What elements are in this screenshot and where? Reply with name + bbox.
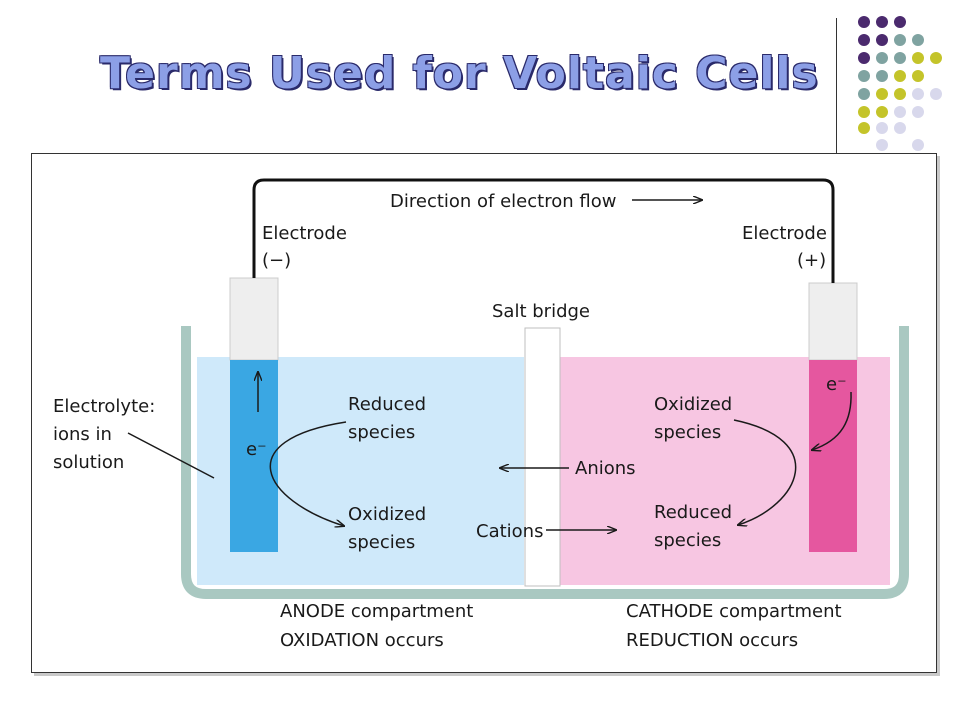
- electrode-left-label: Electrode: [262, 223, 347, 244]
- electrolyte-label-line1: Electrolyte:: [53, 396, 155, 417]
- beaker: [181, 326, 909, 599]
- cathode-reduction-label: REDUCTION occurs: [626, 630, 798, 651]
- right-reduced-species-line2: species: [654, 530, 721, 551]
- left-reduced-species-line2: species: [348, 422, 415, 443]
- electron-flow-label: Direction of electron flow: [390, 191, 616, 212]
- cathode-electron-label: e⁻: [826, 374, 847, 395]
- cations-label: Cations: [476, 521, 543, 542]
- cathode-compartment-label: CATHODE compartment: [626, 601, 842, 622]
- electrolyte-label-line3: solution: [53, 452, 124, 473]
- anions-label: Anions: [575, 458, 636, 479]
- electrode-right-sign: (+): [797, 250, 826, 271]
- corner-divider-line: [836, 18, 837, 156]
- electrode-left-sign: (−): [262, 250, 291, 271]
- cathode-electrode: [809, 360, 857, 552]
- salt-bridge: [524, 327, 561, 587]
- electrolyte-label-line2: ions in: [53, 424, 112, 445]
- right-oxidized-species-line2: species: [654, 422, 721, 443]
- slide-title: Terms Used for Voltaic Cells: [100, 48, 819, 99]
- anode-compartment-label: ANODE compartment: [280, 601, 473, 622]
- electrolyte-pointer-line: [127, 432, 215, 479]
- salt-bridge-label: Salt bridge: [492, 301, 590, 322]
- anode-oxidation-label: OXIDATION occurs: [280, 630, 444, 651]
- anode-electron-label: e⁻: [246, 439, 267, 460]
- right-reduced-species-line1: Reduced: [654, 502, 732, 523]
- left-reduced-species-line1: Reduced: [348, 394, 426, 415]
- external-wire: [252, 178, 835, 283]
- left-oxidized-species-line2: species: [348, 532, 415, 553]
- reduction-cycle-arrow: [733, 419, 797, 525]
- cathode-electron-arrow: [812, 391, 852, 450]
- left-oxidized-species-line1: Oxidized: [348, 504, 426, 525]
- cathode-electrode-top: [808, 282, 858, 361]
- electrode-right-label: Electrode: [742, 223, 827, 244]
- anode-electrode-top: [229, 277, 279, 361]
- anode-electrode: [230, 360, 278, 552]
- right-oxidized-species-line1: Oxidized: [654, 394, 732, 415]
- oxidation-cycle-arrow: [269, 421, 346, 526]
